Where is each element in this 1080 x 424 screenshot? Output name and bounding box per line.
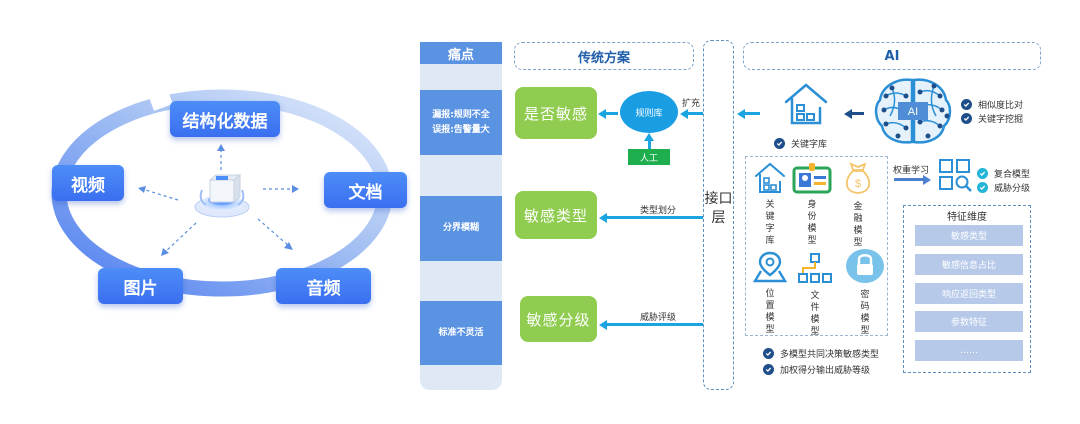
check-label: 关键字库 — [791, 140, 828, 150]
model-keyword-lib: 关键字库 — [750, 162, 790, 247]
rule-library: 规则库 — [620, 91, 678, 133]
check-label: 多模型共同决策敏感类型 — [780, 350, 880, 360]
arrow-head — [737, 109, 745, 119]
result-sensitive-type: 敏感类型 — [515, 191, 597, 239]
model-label: 身份模型 — [807, 200, 817, 246]
arrow-weight-learning — [894, 178, 924, 181]
pain-point-line: 误报:告警量大 — [432, 124, 490, 135]
check-icon — [774, 138, 785, 149]
arrow-rulelib-to-sensitive — [606, 112, 618, 115]
model-grid — [745, 156, 888, 336]
model-label: 金融模型 — [853, 202, 863, 248]
result-sensitive-level: 敏感分级 — [520, 296, 597, 342]
arrow-to-audio — [257, 218, 291, 248]
model-label: 密码模型 — [860, 290, 870, 336]
model-label: 文件模型 — [810, 291, 820, 337]
type-division-label: 类型划分 — [640, 206, 677, 216]
arrow-threat-rating — [606, 323, 703, 326]
model-location: 位置模型 — [750, 251, 790, 336]
check-label: 相似度比对 — [978, 101, 1024, 111]
arrow-head — [680, 109, 688, 119]
arrow-head — [598, 109, 606, 119]
id-card-icon — [792, 163, 832, 194]
data-platform-cube-icon — [194, 173, 250, 218]
feature-dimensions — [903, 205, 1031, 373]
ai-brain-icon: AI — [874, 78, 952, 144]
node-document: 文档 — [324, 172, 407, 208]
check-label: 关键字挖掘 — [978, 115, 1024, 125]
interface-layer — [703, 40, 734, 390]
arrow-manual-to-rulelib — [648, 140, 651, 149]
keyword-lib-check: 关键字库 — [774, 137, 827, 150]
svg-text:$: $ — [855, 178, 861, 190]
feature-item: 参数特征 — [915, 311, 1023, 332]
model-label: 关键字库 — [765, 200, 775, 246]
node-image: 图片 — [98, 268, 183, 304]
house-icon — [784, 83, 828, 125]
node-structured-data: 结构化数据 — [170, 101, 280, 137]
threat-rating-label: 威胁评级 — [640, 313, 677, 323]
pain-point-missed-false: 漏报:规则不全 误报:告警量大 — [420, 90, 502, 155]
check-label: 加权得分输出威胁等级 — [780, 366, 871, 376]
model-check-multi-decision: 多模型共同决策敏感类型 — [763, 347, 879, 360]
interface-layer-label: 接口层 — [704, 191, 733, 226]
model-finance: $ 金融模型 — [838, 162, 878, 249]
check-icon — [763, 364, 774, 375]
brain-check-similarity: 相似度比对 — [961, 98, 1023, 111]
feature-item: 敏感类型 — [915, 225, 1023, 246]
check-icon — [961, 113, 972, 124]
arrow-ai-to-interface — [745, 112, 760, 115]
feature-item: 响应返回类型 — [915, 283, 1023, 304]
pain-point-blurry-boundary: 分界模糊 — [420, 196, 502, 261]
model-check-weighted-score: 加权得分输出威胁等级 — [763, 363, 870, 376]
check-label: 威胁分级 — [994, 184, 1031, 194]
pain-points-title: 痛点 — [420, 42, 502, 64]
check-icon — [961, 99, 972, 110]
location-pin-icon — [752, 251, 788, 283]
ai-title: AI — [743, 42, 1041, 70]
arrow-to-video — [141, 188, 179, 201]
pain-point-inflexible-standard: 标准不灵活 — [420, 301, 502, 365]
traditional-title: 传统方案 — [514, 42, 694, 70]
arrow-head — [644, 133, 654, 141]
arrow-head — [844, 109, 852, 119]
feature-item: …… — [915, 340, 1023, 361]
pain-point-line: 标准不灵活 — [438, 327, 484, 338]
arrow-brain-to-keyword — [852, 112, 864, 115]
composite-model-icon — [939, 159, 972, 192]
arrow-head — [599, 213, 607, 223]
house-icon — [755, 162, 785, 193]
model-identity: 身份模型 — [792, 162, 832, 247]
pain-point-line: 分界模糊 — [442, 223, 479, 233]
arrow-type-division — [606, 216, 703, 219]
node-audio: 音频 — [276, 268, 371, 304]
money-bag-icon: $ — [845, 162, 871, 194]
check-icon — [977, 182, 988, 193]
node-video: 视频 — [52, 165, 124, 201]
feature-dimensions-title: 特征维度 — [947, 212, 987, 223]
brain-check-keyword-mining: 关键字挖掘 — [961, 112, 1023, 125]
weight-learning-label: 权重学习 — [893, 166, 930, 176]
model-label: 位置模型 — [765, 289, 775, 335]
arrow-to-image — [163, 222, 197, 254]
model-password: 密码模型 — [845, 248, 885, 337]
file-tree-icon — [798, 253, 832, 283]
expand-label: 扩充 — [682, 99, 701, 109]
result-is-sensitive: 是否敏感 — [515, 87, 597, 139]
check-icon — [763, 348, 774, 359]
arrow-head — [599, 320, 607, 330]
lock-icon — [846, 249, 884, 283]
check-label: 复合模型 — [994, 170, 1031, 180]
composite-check-model: 复合模型 — [977, 167, 1030, 180]
arrow-expand-to-rulelib — [688, 112, 703, 115]
feature-item: 敏感信息占比 — [915, 254, 1023, 275]
data-source-ring — [51, 85, 393, 297]
model-file: 文件模型 — [795, 253, 835, 338]
brain-ai-label: AI — [908, 106, 918, 118]
pain-point-line: 漏报:规则不全 — [432, 109, 490, 120]
manual-input: 人工 — [628, 149, 670, 165]
arrow-head — [923, 175, 931, 185]
composite-check-threat-level: 威胁分级 — [977, 181, 1030, 194]
check-icon — [977, 168, 988, 179]
